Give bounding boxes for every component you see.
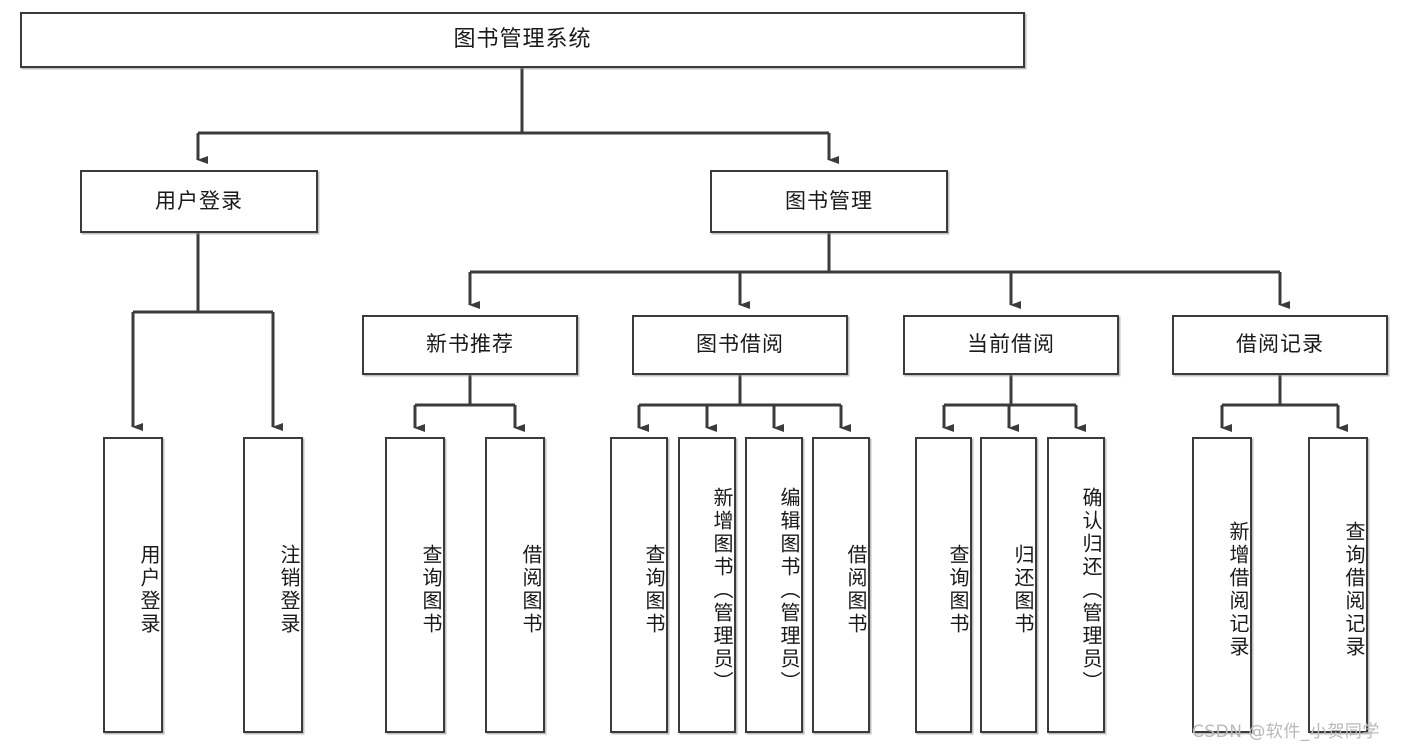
node-current-borrow[interactable]: 当前借阅 bbox=[903, 315, 1119, 375]
leaf-logout[interactable]: 注销登录 bbox=[243, 437, 303, 733]
node-user-login[interactable]: 用户登录 bbox=[80, 170, 318, 233]
node-root-label: 图书管理系统 bbox=[453, 26, 592, 52]
node-user-login-label: 用户登录 bbox=[155, 188, 243, 213]
leaf-borrow-book-1[interactable]: 借阅图书 bbox=[485, 437, 545, 733]
leaf-borrow-book-2[interactable]: 借阅图书 bbox=[812, 437, 870, 733]
node-book-borrow-label: 图书借阅 bbox=[696, 332, 784, 357]
leaf-edit-book-label: 编辑图书（管理员） bbox=[777, 486, 801, 694]
leaf-query-book-1[interactable]: 查询图书 bbox=[385, 437, 445, 733]
leaf-confirm-return[interactable]: 确认归还（管理员） bbox=[1047, 437, 1105, 733]
node-borrow-record[interactable]: 借阅记录 bbox=[1172, 315, 1388, 375]
node-new-book-recommend-label: 新书推荐 bbox=[426, 332, 514, 357]
leaf-query-book-2-label: 查询图书 bbox=[642, 544, 666, 636]
node-borrow-record-label: 借阅记录 bbox=[1236, 332, 1324, 357]
node-root[interactable]: 图书管理系统 bbox=[20, 12, 1025, 68]
node-book-management-label: 图书管理 bbox=[785, 188, 873, 213]
leaf-query-record-label: 查询借阅记录 bbox=[1342, 521, 1366, 659]
leaf-query-book-1-label: 查询图书 bbox=[419, 544, 443, 636]
leaf-borrow-book-2-label: 借阅图书 bbox=[844, 544, 868, 636]
leaf-query-book-3-label: 查询图书 bbox=[946, 544, 970, 636]
leaf-borrow-book-1-label: 借阅图书 bbox=[519, 544, 543, 636]
leaf-add-record[interactable]: 新增借阅记录 bbox=[1192, 437, 1252, 733]
leaf-query-record[interactable]: 查询借阅记录 bbox=[1308, 437, 1368, 733]
node-book-management[interactable]: 图书管理 bbox=[710, 170, 948, 233]
leaf-return-book-label: 归还图书 bbox=[1011, 544, 1035, 636]
leaf-add-book[interactable]: 新增图书（管理员） bbox=[678, 437, 736, 733]
leaf-confirm-return-label: 确认归还（管理员） bbox=[1079, 486, 1103, 694]
leaf-user-login-label: 用户登录 bbox=[137, 544, 161, 636]
node-book-borrow[interactable]: 图书借阅 bbox=[632, 315, 848, 375]
leaf-add-record-label: 新增借阅记录 bbox=[1226, 521, 1250, 659]
leaf-query-book-2[interactable]: 查询图书 bbox=[610, 437, 668, 733]
node-current-borrow-label: 当前借阅 bbox=[967, 332, 1055, 357]
leaf-return-book[interactable]: 归还图书 bbox=[980, 437, 1037, 733]
leaf-add-book-label: 新增图书（管理员） bbox=[710, 486, 734, 694]
leaf-user-login[interactable]: 用户登录 bbox=[103, 437, 163, 733]
leaf-logout-label: 注销登录 bbox=[277, 544, 301, 636]
leaf-edit-book[interactable]: 编辑图书（管理员） bbox=[745, 437, 803, 733]
leaf-query-book-3[interactable]: 查询图书 bbox=[915, 437, 972, 733]
node-new-book-recommend[interactable]: 新书推荐 bbox=[362, 315, 578, 375]
